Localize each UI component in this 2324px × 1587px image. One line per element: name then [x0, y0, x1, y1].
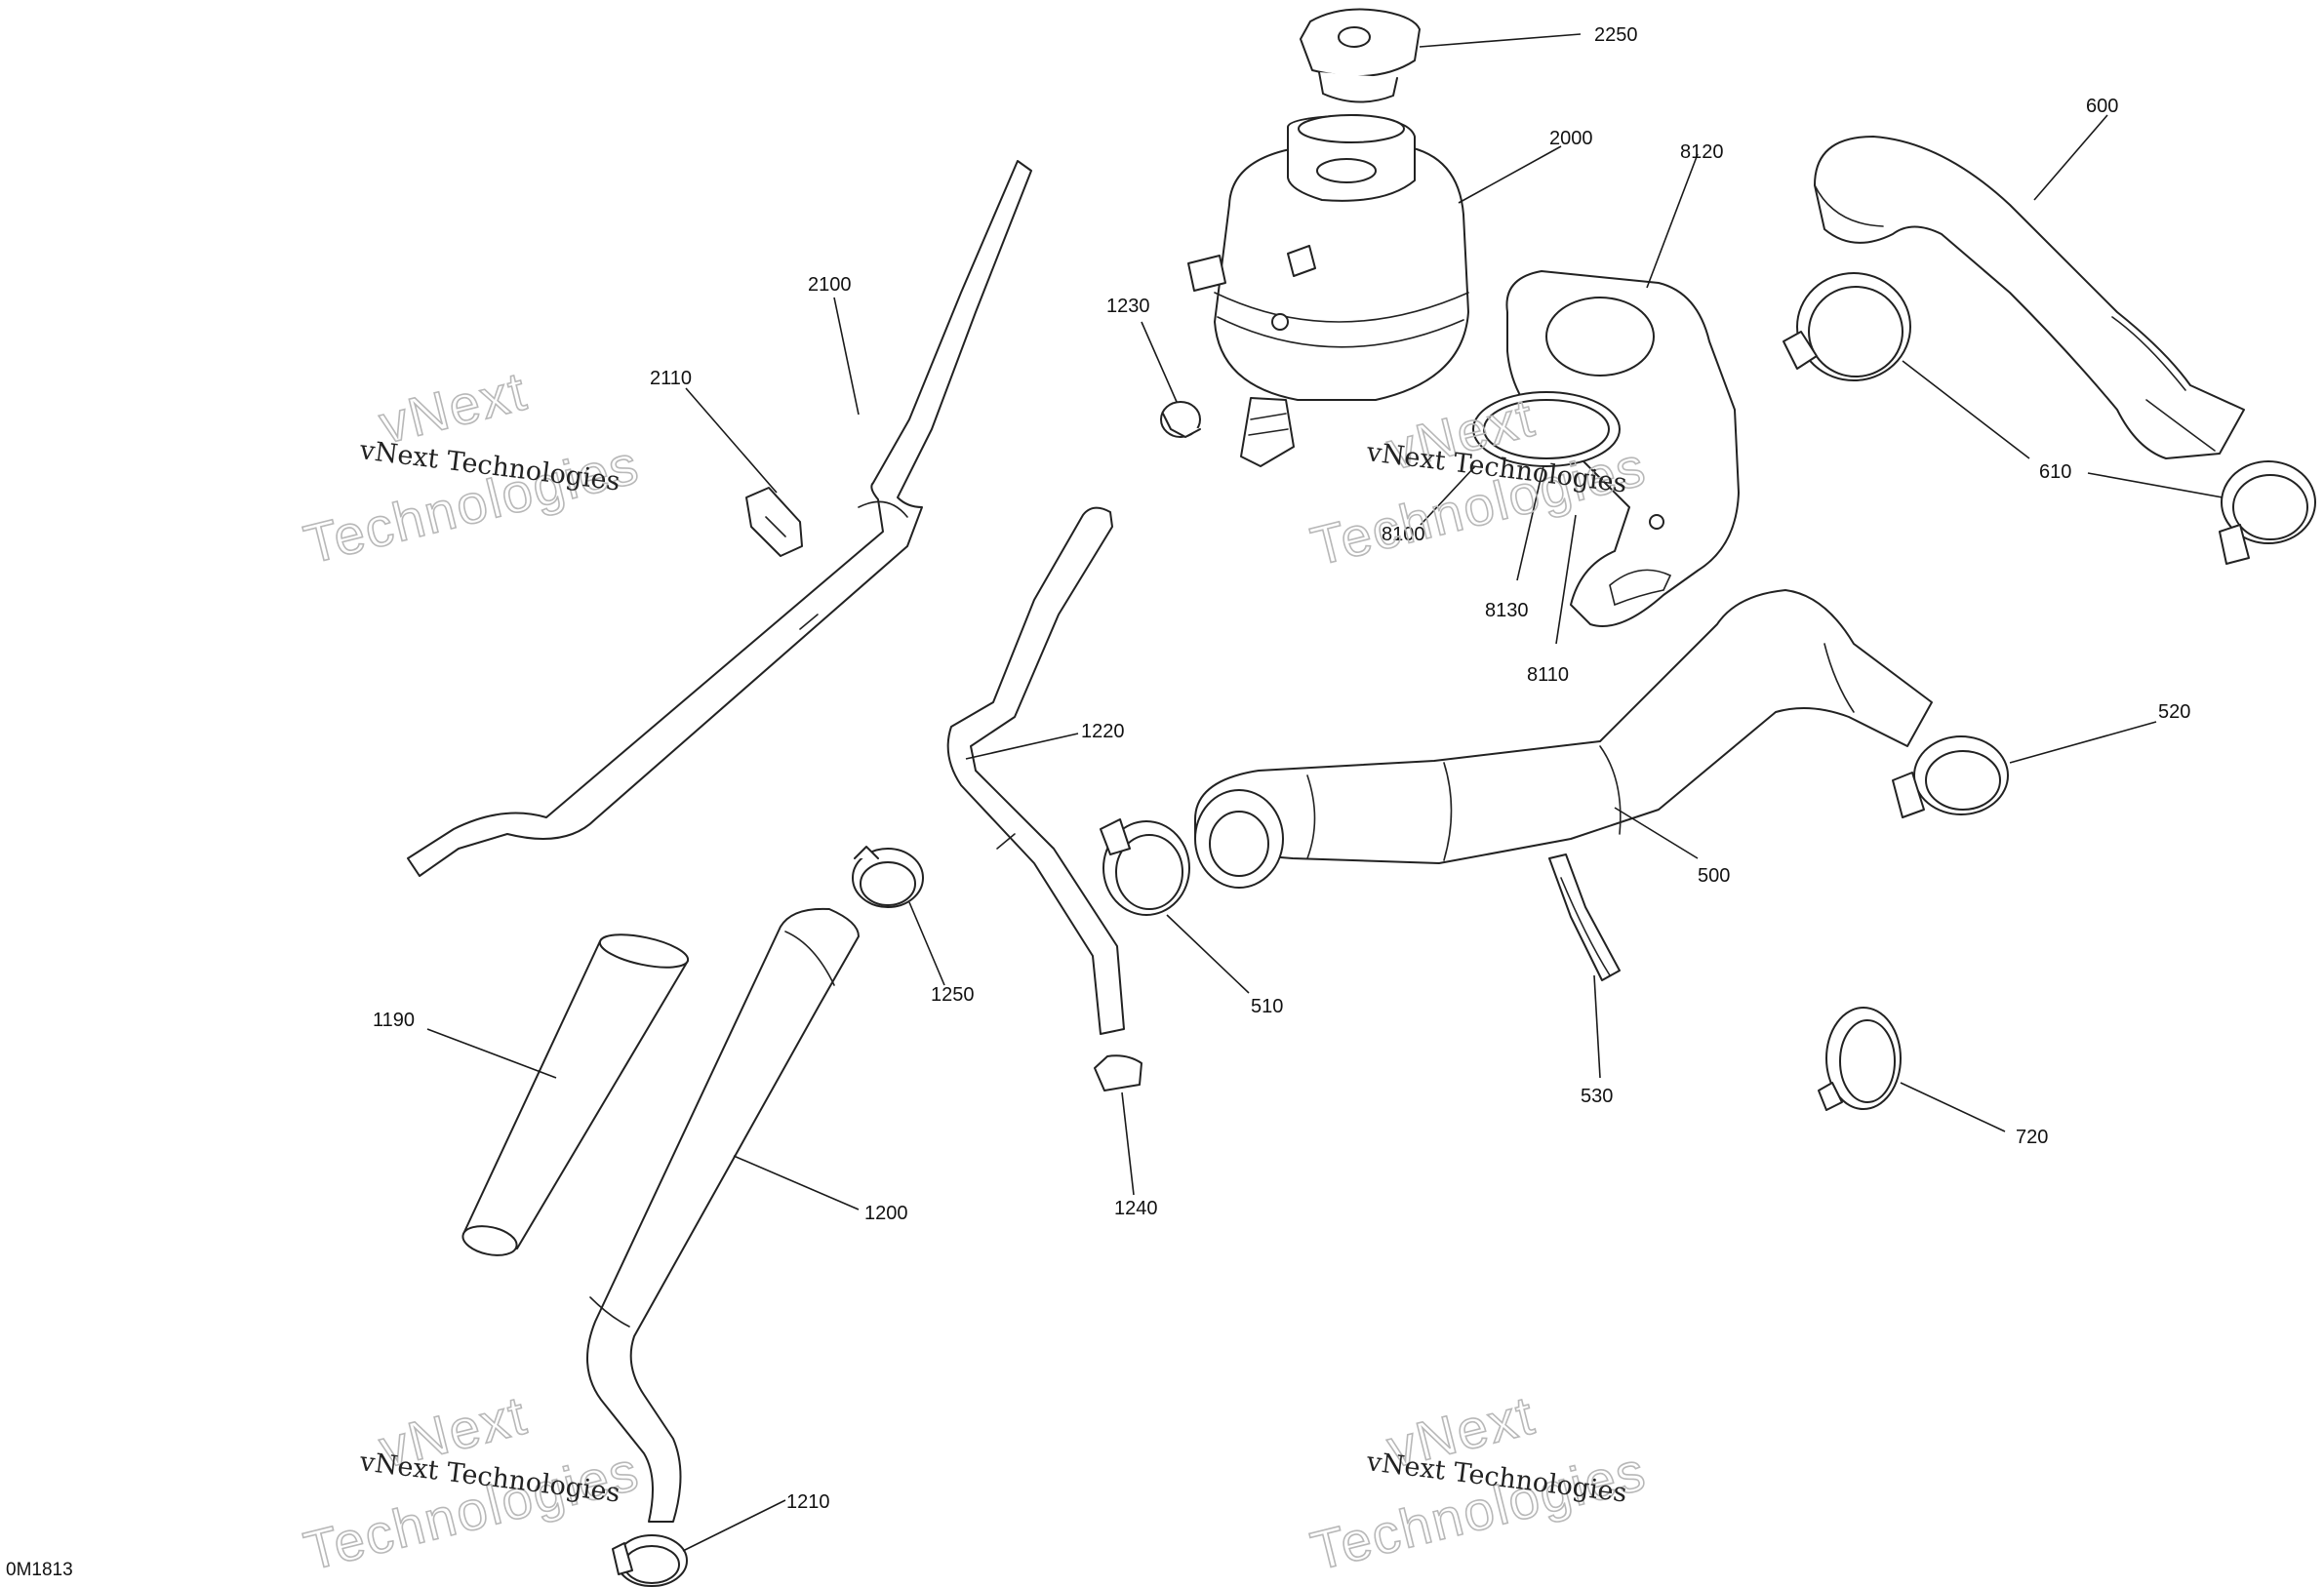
callout-8110: 8110	[1527, 664, 1569, 686]
strap-530	[1548, 853, 1621, 981]
clamp-720	[1818, 1007, 1902, 1111]
callout-530: 530	[1581, 1086, 1613, 1107]
callout-1190: 1190	[373, 1010, 415, 1031]
callout-1240: 1240	[1114, 1198, 1158, 1219]
callout-500: 500	[1698, 865, 1730, 887]
hose-1220	[946, 506, 1125, 1035]
callout-510: 510	[1251, 996, 1283, 1017]
expansion-tank-2000	[1187, 114, 1469, 467]
clamp-1250	[852, 846, 924, 908]
clamp-610-right	[2219, 460, 2316, 565]
callout-720: 720	[2016, 1127, 2048, 1148]
callout-610: 610	[2039, 461, 2071, 483]
hose-600	[1814, 136, 2245, 459]
leader-lines	[426, 33, 2224, 1552]
clamp-1230	[1160, 401, 1201, 438]
callout-2250: 2250	[1594, 24, 1638, 46]
callout-labels: 2250 2000 8120 600 2100 2110 1230 610 81…	[373, 24, 2190, 1513]
callout-2100: 2100	[808, 274, 852, 296]
callout-520: 520	[2158, 701, 2190, 723]
clamp-510	[1100, 818, 1190, 916]
callout-600: 600	[2086, 96, 2118, 117]
callout-8100: 8100	[1382, 524, 1425, 545]
seal-8100	[1472, 391, 1621, 467]
callout-2110: 2110	[650, 368, 692, 389]
watermark-bottom-left: vNext Technologies vNext Technologies	[298, 1383, 646, 1583]
diagram-code: 0M1813	[6, 1560, 73, 1580]
tube-1190	[461, 933, 690, 1256]
watermark-bottom-right: vNext Technologies vNext Technologies	[1304, 1383, 1653, 1583]
hose-2100	[407, 160, 1032, 877]
callout-1230: 1230	[1106, 296, 1150, 317]
hose-1200	[586, 907, 860, 1523]
connector-2110	[745, 487, 803, 557]
bracket-8120	[1505, 270, 1740, 627]
watermark-top-left: vNext Technologies vNext Technologies	[298, 359, 646, 576]
callout-1200: 1200	[864, 1203, 908, 1224]
clamp-1210	[612, 1534, 688, 1587]
callout-8130: 8130	[1485, 600, 1529, 621]
callout-2000: 2000	[1549, 128, 1593, 149]
callout-1210: 1210	[786, 1491, 830, 1513]
callout-1250: 1250	[931, 984, 975, 1006]
clamp-610	[1783, 272, 1911, 381]
cap-2250	[1300, 8, 1421, 103]
hose-500	[1194, 589, 1933, 889]
clamp-520	[1892, 735, 2009, 818]
callout-1220: 1220	[1081, 721, 1125, 742]
clamp-1240	[1094, 1054, 1142, 1091]
callout-8120: 8120	[1680, 141, 1724, 163]
